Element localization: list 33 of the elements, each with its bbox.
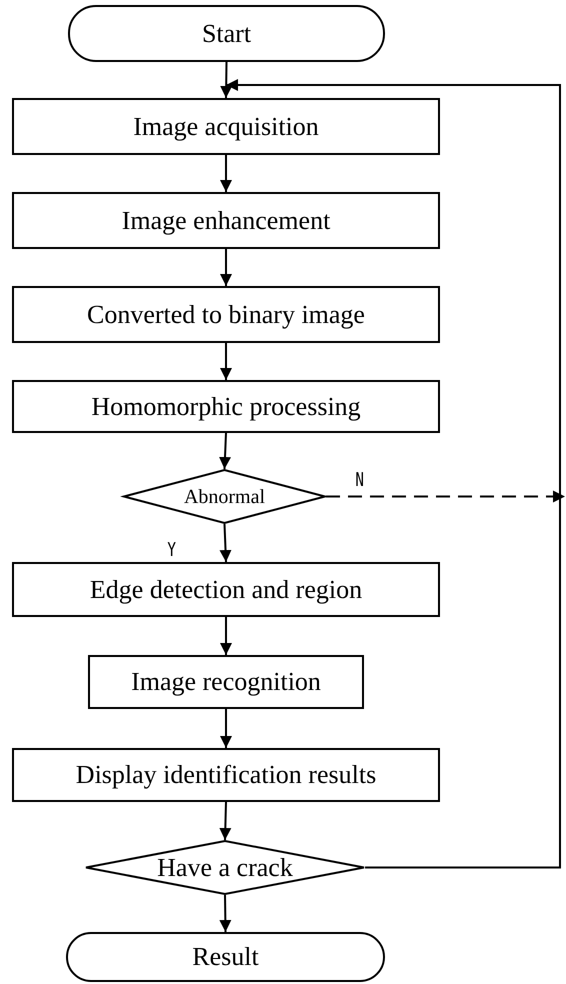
process-box	[12, 286, 440, 343]
node-label: Have a crack	[157, 854, 293, 880]
process-box	[12, 192, 440, 249]
arrow	[220, 155, 232, 192]
node-label: Display identification results	[76, 762, 376, 788]
process-box	[88, 655, 364, 709]
arrow	[326, 490, 565, 502]
node-label: Image enhancement	[122, 208, 330, 234]
node-label: Abnormal	[184, 486, 266, 506]
arrow	[220, 249, 232, 286]
terminal-shape	[66, 932, 385, 982]
node-label: Edge detection and region	[90, 576, 362, 602]
process-box	[12, 748, 440, 802]
process-box	[12, 98, 440, 155]
arrow	[220, 343, 232, 380]
arrow	[219, 894, 232, 932]
arrow	[220, 62, 232, 98]
arrow	[219, 432, 231, 470]
arrow	[220, 524, 232, 562]
node-label: Converted to binary image	[87, 302, 365, 328]
node-label: Start	[202, 20, 252, 46]
decision-diamond	[85, 840, 365, 895]
node-label: Result	[192, 944, 259, 970]
process-box	[12, 562, 440, 617]
process-box	[12, 380, 440, 433]
arrow	[219, 802, 232, 840]
arrow	[220, 709, 232, 748]
node-label: Image acquisition	[133, 114, 319, 140]
node-label: Homomorphic processing	[91, 394, 361, 420]
decision-diamond	[123, 469, 326, 524]
arrow	[220, 617, 232, 655]
node-label: Image recognition	[131, 669, 321, 695]
arrow	[226, 79, 561, 868]
